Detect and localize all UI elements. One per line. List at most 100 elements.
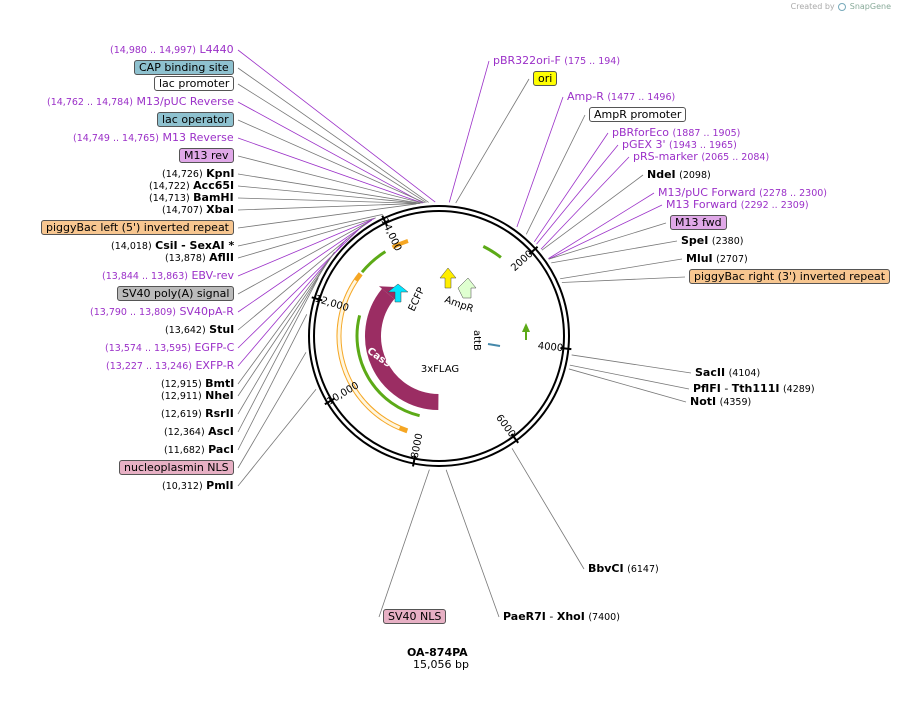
primer-position: (2292 .. 2309) xyxy=(740,200,809,211)
site-position: (6147) xyxy=(627,564,659,575)
site-name: NdeI xyxy=(647,168,676,181)
leader-line xyxy=(237,49,436,203)
leader-line xyxy=(571,354,692,374)
primer-name: L4440 xyxy=(199,43,234,56)
primer-label: pRS-marker (2065 .. 2084) xyxy=(633,150,769,164)
site-position: (12,364) xyxy=(164,427,205,438)
site-extra: - SexAI * xyxy=(181,239,235,252)
site-name: PacI xyxy=(208,443,234,456)
leader-line xyxy=(237,226,363,349)
ecfp-label: ECFP xyxy=(407,286,428,313)
site-label: (11,682) PacI xyxy=(164,443,234,457)
leader-line xyxy=(516,96,564,228)
tick-label: 14,000 xyxy=(378,217,403,253)
leader-line xyxy=(548,204,663,260)
attb-label: attB xyxy=(471,330,482,351)
leader-line xyxy=(237,219,373,295)
box-label: ori xyxy=(533,71,558,86)
site-position: (13,642) xyxy=(165,325,206,336)
site-name: CsiI xyxy=(155,239,178,252)
site-label: PflFI - Tth111I (4289) xyxy=(693,382,815,395)
site-label: (10,312) PmlI xyxy=(162,479,234,493)
feature-box: piggyBac right (3') inverted repeat xyxy=(689,269,891,284)
primer-label: Amp-R (1477 .. 1496) xyxy=(567,90,675,104)
site-position: (4104) xyxy=(728,368,761,379)
primer-label: (14,762 .. 14,784) M13/pUC Reverse xyxy=(47,95,234,109)
backbone-outer xyxy=(308,205,570,467)
leader-line xyxy=(237,277,319,433)
primer-name: EXFP-R xyxy=(195,359,235,372)
site-position: (11,682) xyxy=(164,445,205,456)
box-label: nucleoplasmin NLS xyxy=(119,460,234,475)
orange-feature-fill xyxy=(337,279,401,430)
primer-label: (13,790 .. 13,809) SV40pA-R xyxy=(90,305,234,319)
leader-line xyxy=(540,156,630,250)
feature-box: M13 fwd xyxy=(670,215,727,230)
flag-label: 3xFLAG xyxy=(421,364,459,375)
site-position: (12,619) xyxy=(161,409,202,420)
tick-mark xyxy=(381,215,388,227)
leader-line xyxy=(560,258,683,280)
primer-label: (13,227 .. 13,246) EXFP-R xyxy=(106,359,234,373)
leader-line xyxy=(551,240,678,264)
leader-line xyxy=(237,251,335,385)
leader-line xyxy=(548,192,655,259)
site-name: XbaI xyxy=(206,203,235,216)
leader-line xyxy=(548,222,667,260)
leader-line xyxy=(378,469,430,618)
site-name: BbvCI xyxy=(588,562,624,575)
primer-name: M13 Forward xyxy=(666,198,738,211)
ampr-arrow xyxy=(439,267,457,289)
feature-box: piggyBac left (5') inverted repeat xyxy=(41,220,234,235)
leader-line xyxy=(536,144,619,245)
primer-name: EBV-rev xyxy=(191,269,235,282)
primer-label: (14,749 .. 14,765) M13 Reverse xyxy=(73,131,234,145)
leader-line xyxy=(237,137,423,204)
snapgene-credit: Created by SnapGene xyxy=(791,2,891,11)
site-position: (4359) xyxy=(719,397,752,408)
site-label: NdeI (2098) xyxy=(647,168,711,182)
site-name: PflFI xyxy=(693,382,721,395)
feature-box: AmpR promoter xyxy=(589,107,687,122)
site-label: SpeI (2380) xyxy=(681,234,743,248)
primer-name: EGFP-C xyxy=(194,341,235,354)
site-name: SpeI xyxy=(681,234,709,247)
site-position: (2098) xyxy=(679,170,711,181)
leader-line xyxy=(237,83,427,203)
leader-line xyxy=(237,265,326,415)
leader-line xyxy=(237,185,421,204)
primer-name: M13/pUC Forward xyxy=(658,186,756,199)
leader-line xyxy=(237,203,417,229)
leader-lines xyxy=(237,49,692,618)
tick-mark xyxy=(528,245,539,255)
green-up-arrow xyxy=(522,323,530,332)
site-label: (14,713) BamHI xyxy=(149,191,234,205)
snapgene-logo-icon xyxy=(838,2,847,11)
box-label: M13 fwd xyxy=(670,215,727,230)
tick-label: 8000 xyxy=(410,432,426,459)
primer-name: M13/pUC Reverse xyxy=(136,95,235,108)
leader-line xyxy=(561,276,686,283)
site-label: (12,364) AscI xyxy=(164,425,234,439)
site-label: BbvCI (6147) xyxy=(588,562,659,576)
leader-line xyxy=(237,314,308,451)
leader-line xyxy=(237,218,375,277)
site-name: AscI xyxy=(208,425,234,438)
primer-label: pBRforEco (1887 .. 1905) xyxy=(612,126,740,140)
leader-line xyxy=(525,114,586,235)
ampr-promoter-arrow xyxy=(457,277,477,299)
tick-mark xyxy=(311,296,323,302)
primer-name: pRS-marker xyxy=(633,150,698,163)
site-name: PmlI xyxy=(206,479,234,492)
leader-line xyxy=(237,173,421,204)
leader-line xyxy=(533,132,609,243)
primer-position: (13,790 .. 13,809) xyxy=(90,307,176,318)
site-position: (13,878) xyxy=(165,253,206,264)
site-position: (14,726) xyxy=(162,169,203,180)
site-position: (14,722) xyxy=(149,181,190,192)
box-label: AmpR promoter xyxy=(589,107,687,122)
primer-position: (14,749 .. 14,765) xyxy=(73,133,159,144)
feature-box: nucleoplasmin NLS xyxy=(119,460,234,475)
feature-box: lac operator xyxy=(157,112,234,127)
site-label: MluI (2707) xyxy=(686,252,748,266)
